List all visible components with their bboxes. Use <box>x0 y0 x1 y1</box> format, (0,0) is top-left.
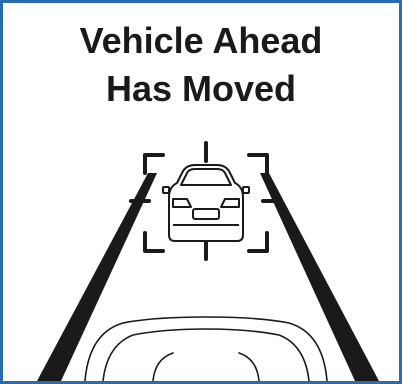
left-lane-line <box>37 173 157 381</box>
illustration <box>3 3 399 381</box>
car-hood-icon <box>85 317 327 381</box>
car-rear-icon <box>163 165 249 241</box>
